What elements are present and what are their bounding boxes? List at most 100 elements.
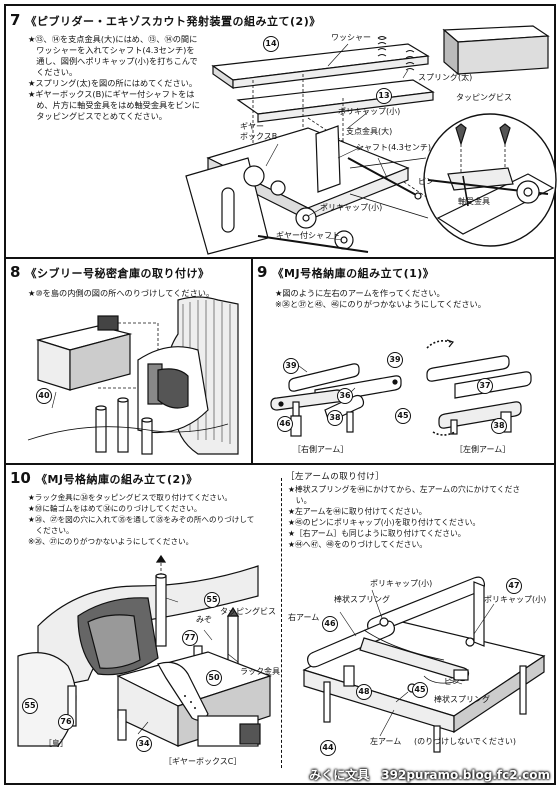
part-number-38: 38 [327, 410, 343, 426]
divider-bottom-vertical [281, 478, 282, 768]
label-pin: ピン [418, 177, 434, 186]
instruction-line: ★左アームを㊹に取り付けてください。 [288, 507, 427, 516]
left-arm-drawing [426, 339, 532, 436]
instruction-line: 通し、図例へポリキャップ(小)を打ちこんで [28, 56, 198, 66]
step-10-instructions: ★ラック金具に㉞をタッピングビスで取り付けてください。 ★㊿に輪ゴムをはめて㉞に… [28, 492, 254, 547]
step-7-header: 7 《ピブリダー・エキゾスカウト発射装置の組み立て(2)》 [10, 10, 321, 29]
label-rack-bracket: ラック金具 [240, 667, 280, 676]
label-polycap-small: ポリキャップ(小) [338, 107, 401, 116]
part-number-47: 47 [506, 578, 522, 594]
part-number-14: 14 [263, 36, 279, 52]
part-number-77: 77 [182, 630, 198, 646]
instruction-sheet [4, 4, 556, 785]
part-number-40: 40 [36, 388, 52, 404]
step-9-diagram [270, 339, 532, 437]
step-8-panel: 8 《シブリー号秘密倉庫の取り付け》 ★⑩を島の内側の図の所へのりづけしてくださ… [8, 260, 250, 462]
label-gearbox-b: ギヤー ボックスB [240, 122, 278, 141]
divider-top [4, 257, 556, 259]
step-7-diagram [185, 25, 557, 255]
instruction-line: ★［右アーム］も同じように取り付けてください。 [288, 529, 466, 538]
label-polycap-small-b: ポリキャップ(小) [484, 595, 547, 604]
divider-mid-vertical [251, 257, 253, 464]
instruction-line: ★㉖、㉗を図の穴に入れて㉟を通して㉟をみぞの所へのりづけして [28, 515, 255, 524]
step-10-number: 10 [10, 469, 31, 487]
caption-right-arm: ［右側アーム］ [293, 445, 349, 454]
label-tapping-screw: タッピングビス [456, 93, 512, 102]
part-number-76: 76 [58, 714, 74, 730]
part-number-45: 45 [395, 408, 411, 424]
instruction-line: め、片方に軸受金具をはめ軸受金具をビンに [28, 100, 200, 110]
label-pivot-bracket-large: 支点金具(大) [346, 127, 393, 136]
instruction-line: ※㉖、㉗にのりがつかないようにしてください。 [28, 537, 194, 546]
part-number-45: 45 [412, 682, 428, 698]
part-number-38b: 38 [491, 418, 507, 434]
instruction-line: ★ギヤーボックス(B)にギヤー付シャフトをは [28, 89, 195, 99]
label-washer: ワッシャー [331, 33, 371, 42]
step-9-header: 9 《MJ号格納庫の組み立て(1)》 [257, 262, 434, 281]
instruction-line: ワッシャーを入れてシャフト(4.3センチ)を [28, 45, 195, 55]
label-gear-shaft: ギヤー付シャフト [276, 231, 340, 240]
step-8-instruction: ★⑩を島の内側の図の所へのりづけしてください。 [28, 288, 215, 298]
step-10-header: 10 《MJ号格納庫の組み立て(2)》 [10, 468, 198, 487]
step-9-instructions: ★図のように左右のアームを作ってください。 ※㊱と㊲と㊺、㊻にのりがつかないよう… [275, 288, 486, 310]
step-9-number: 9 [257, 263, 268, 281]
label-polycap-small-2: ポリキャップ(小) [320, 203, 383, 212]
left-arm-panel: ［左アームの取り付け］ ★棒状スプリングを㊹にかけてから、左アームの穴にかけてく… [284, 470, 554, 766]
step-8-number: 8 [10, 263, 21, 281]
part-number-34: 34 [136, 736, 152, 752]
instruction-line: ★図のように左右のアームを作ってください。 [275, 288, 445, 298]
label-spring-thick: スプリング(太) [418, 73, 473, 82]
label-groove: みぞ [196, 615, 212, 624]
label-shaft: シャフト(4.3センチ) [356, 143, 431, 152]
left-arm-instructions: ★棒状スプリングを㊹にかけてから、左アームの穴にかけてくださ い。 ★左アームを… [288, 484, 520, 550]
label-left-arm: 左アーム [370, 737, 402, 746]
part-number-55: 55 [204, 592, 220, 608]
caption-left-arm: ［左側アーム］ [455, 445, 511, 454]
instruction-line: ください。 [28, 526, 74, 535]
label-bearing-bracket: 軸受金具 [458, 197, 490, 206]
divider-middle [4, 463, 556, 465]
instruction-line: タッピングビスでとめてください。 [28, 111, 167, 121]
part-number-13: 13 [376, 88, 392, 104]
step-9-panel: 9 《MJ号格納庫の組み立て(1)》 ★図のように左右のアームを作ってください。… [255, 260, 555, 462]
instruction-line: ★ラック金具に㉞をタッピングビスで取り付けてください。 [28, 493, 233, 502]
label-polycap-small-a: ポリキャップ(小) [370, 579, 433, 588]
instruction-line: ※㊱と㊲と㊺、㊻にのりがつかないようにしてください。 [275, 299, 486, 309]
left-arm-diagram [302, 576, 546, 753]
instruction-line: ★㊺のピンにポリキャップ(小)を取り付けてください。 [288, 518, 481, 527]
part-number-55b: 55 [22, 698, 38, 714]
instruction-line: ★スプリング(太)を図の所にはめてください。 [28, 78, 198, 88]
label-island: ［島］ [44, 739, 68, 748]
label-tapping-screw: タッピングビス [220, 607, 276, 616]
step-8-title: 《シブリー号秘密倉庫の取り付け》 [25, 267, 210, 280]
instruction-line: ★㊹へ㊼、㊽をのりづけしてください。 [288, 540, 428, 549]
part-number-37: 37 [477, 378, 493, 394]
label-bar-spring-a: 棒状スプリング [334, 595, 390, 604]
part-number-39b: 39 [387, 352, 403, 368]
part-number-44: 44 [320, 740, 336, 756]
part-number-39: 39 [283, 358, 299, 374]
step-8-header: 8 《シブリー号秘密倉庫の取り付け》 [10, 262, 210, 281]
step-9-title: 《MJ号格納庫の組み立て(1)》 [272, 267, 435, 280]
instruction-line: ★棒状スプリングを㊹にかけてから、左アームの穴にかけてくださ [288, 485, 521, 494]
left-arm-title: ［左アームの取り付け］ [286, 472, 385, 482]
label-bar-spring-b: 棒状スプリング [434, 695, 490, 704]
step-10-diagram [17, 554, 272, 747]
step-7-instructions: ★⑬、⑭を支点金具(大)にはめ、⑬、⑭の間に ワッシャーを入れてシャフト(4.3… [28, 34, 200, 122]
part-number-50: 50 [206, 670, 222, 686]
part-number-36: 36 [337, 388, 353, 404]
part-number-46: 46 [277, 416, 293, 432]
step-7-title: 《ピブリダー・エキゾスカウト発射装置の組み立て(2)》 [25, 15, 321, 28]
footer-watermark: みくに文具 392puramo.blog.fc2.com [309, 768, 550, 782]
instruction-line: い。 [288, 496, 312, 505]
part-number-46: 46 [322, 616, 338, 632]
label-no-glue: (のりづけしないでください) [414, 737, 517, 746]
instruction-line: ください。 [28, 67, 78, 77]
step-10-title: 《MJ号格納庫の組み立て(2)》 [35, 473, 198, 486]
part-number-48: 48 [356, 684, 372, 700]
instruction-line: ★㊿に輪ゴムをはめて㉞にのりづけしてください。 [28, 504, 202, 513]
step-7-panel: 7 《ピブリダー・エキゾスカウト発射装置の組み立て(2)》 ★⑬、⑭を支点金具(… [8, 8, 557, 256]
step-7-number: 7 [10, 11, 21, 29]
label-pin: ピン [444, 677, 460, 686]
label-right-arm: 右アーム [288, 613, 320, 622]
